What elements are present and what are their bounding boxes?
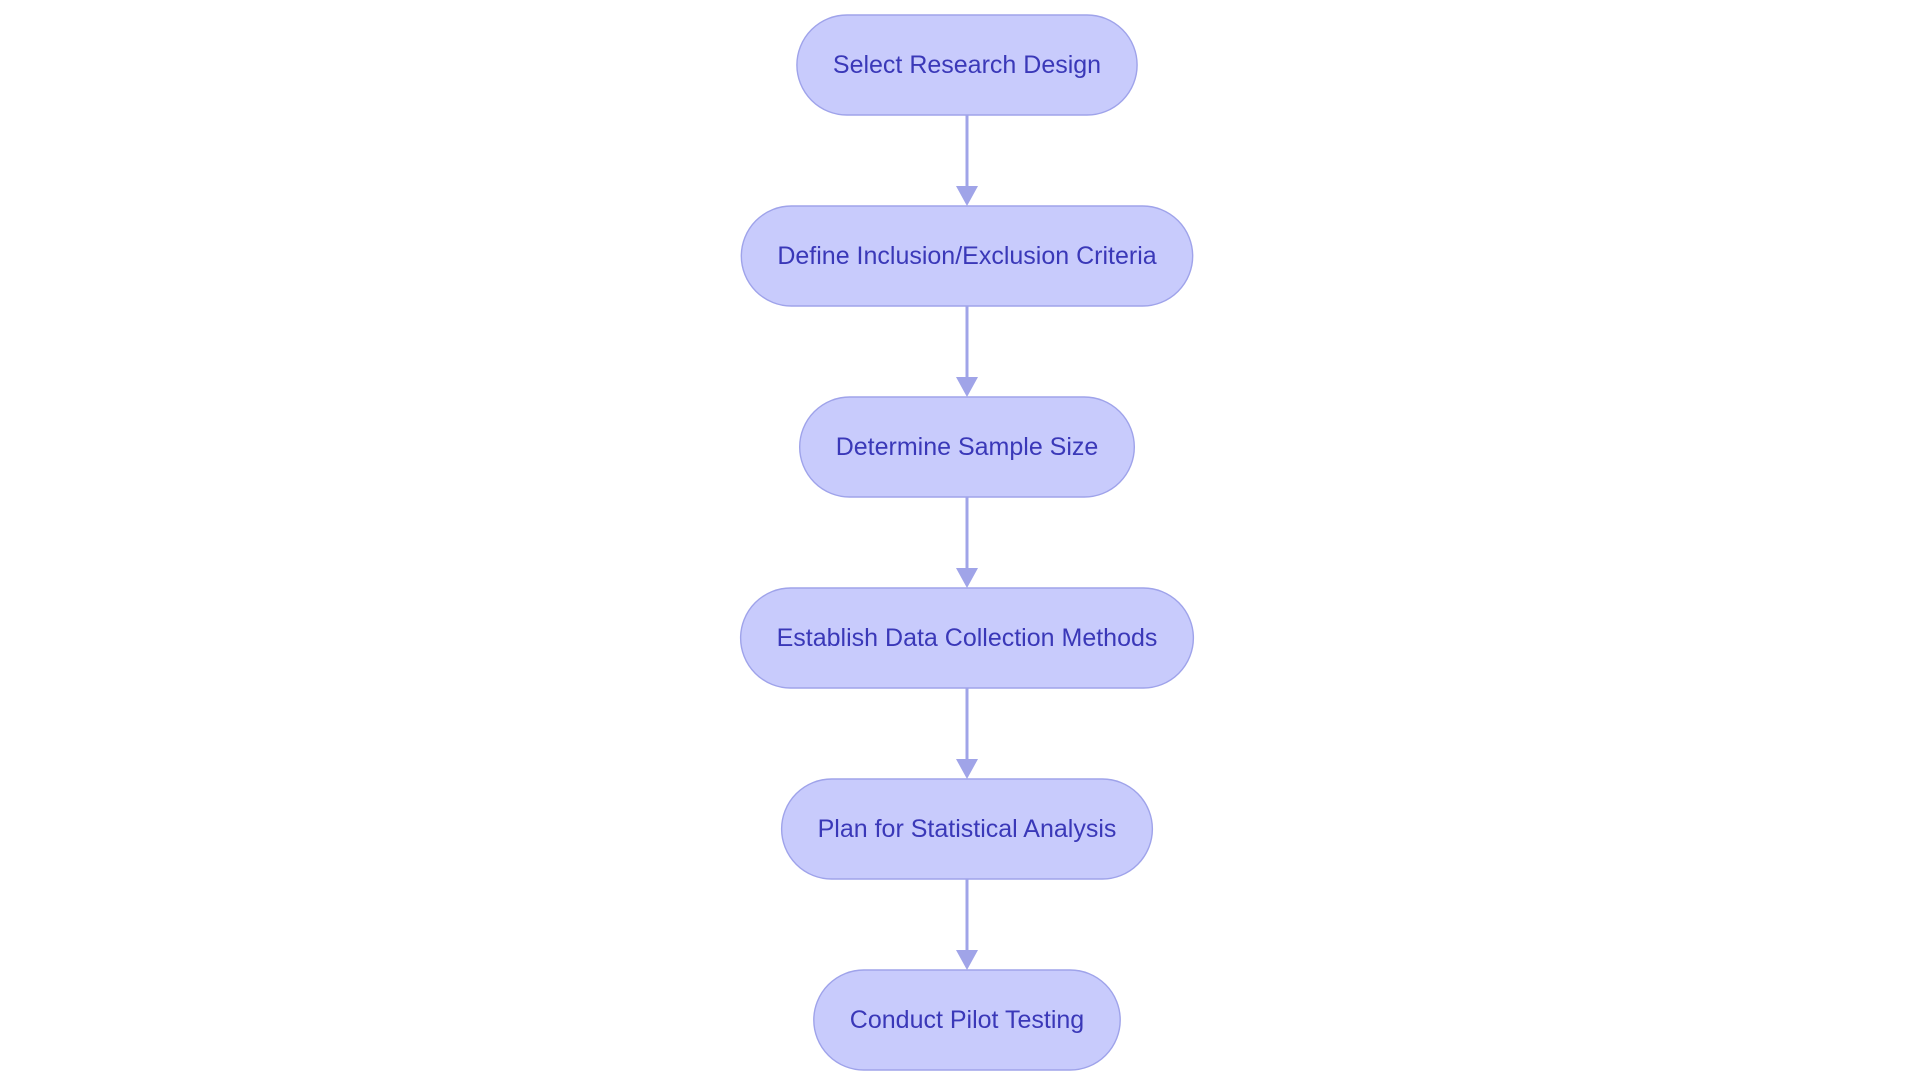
arrowhead-icon (956, 377, 978, 397)
arrowhead-icon (956, 568, 978, 588)
flowchart-node-2: Define Inclusion/Exclusion Criteria (740, 205, 1194, 307)
node-shape (798, 396, 1136, 498)
flowchart-edge-1 (956, 115, 978, 206)
node-label: Define Inclusion/Exclusion Criteria (777, 242, 1156, 270)
flowchart-edge-4 (956, 688, 978, 779)
arrowhead-icon (956, 186, 978, 206)
flowchart-edge-2 (956, 306, 978, 397)
node-label: Plan for Statistical Analysis (818, 815, 1117, 843)
node-label: Conduct Pilot Testing (850, 1006, 1084, 1034)
node-label: Determine Sample Size (836, 433, 1099, 461)
flowchart-node-4: Establish Data Collection Methods (739, 587, 1195, 689)
flowchart-node-3: Determine Sample Size (798, 396, 1136, 498)
flowchart-node-5: Plan for Statistical Analysis (780, 778, 1154, 880)
node-shape (740, 205, 1194, 307)
flowchart-edges (956, 115, 978, 970)
node-shape (739, 587, 1195, 689)
arrowhead-icon (956, 950, 978, 970)
node-shape (796, 14, 1138, 116)
flowchart-edge-5 (956, 879, 978, 970)
node-shape (780, 778, 1154, 880)
node-label: Select Research Design (833, 51, 1101, 79)
node-shape (813, 969, 1121, 1071)
flowchart-node-6: Conduct Pilot Testing (813, 969, 1121, 1071)
node-label: Establish Data Collection Methods (777, 624, 1158, 652)
flowchart-edge-3 (956, 497, 978, 588)
flowchart-node-1: Select Research Design (796, 14, 1138, 116)
arrowhead-icon (956, 759, 978, 779)
